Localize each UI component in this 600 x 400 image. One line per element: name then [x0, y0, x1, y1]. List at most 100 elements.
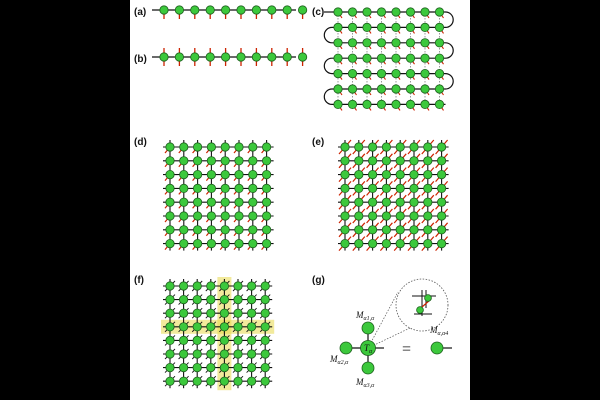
tensor-node: [248, 170, 258, 180]
tensor-node: [354, 170, 364, 180]
tensor-node: [376, 53, 387, 63]
tensor-node: [423, 156, 433, 166]
tensor-node: [179, 170, 189, 180]
panel-c: [323, 7, 454, 111]
tensor-node: [362, 38, 372, 48]
panel-e-label: (e): [312, 137, 324, 148]
tensor-node: [395, 211, 405, 221]
tensor-node: [391, 38, 401, 48]
snake-turn: [445, 42, 454, 59]
panel-c-label: (c): [312, 7, 324, 18]
tensor-node: [423, 142, 433, 152]
tensor-node: [179, 197, 189, 207]
tensor-node: [159, 5, 169, 15]
tensor-node: [340, 156, 350, 166]
tensor-node: [192, 349, 202, 359]
tensor-node: [178, 362, 189, 373]
tensor-node: [220, 239, 230, 249]
tensor-node: [423, 183, 433, 193]
tensor-node: [165, 211, 175, 221]
tensor-node: [236, 5, 246, 15]
tensor-node: [178, 322, 189, 332]
tensor-node: [368, 197, 378, 207]
tensor-node: [333, 38, 343, 48]
tensor-node: [333, 69, 343, 79]
tensor-node: [368, 225, 378, 235]
tensor-node: [165, 142, 175, 152]
tensor-node: [179, 142, 189, 152]
tensor-node: [220, 142, 230, 152]
tensor-node: [260, 322, 270, 332]
tensor-node: [333, 53, 343, 63]
tensor-node: [192, 156, 203, 166]
tensor-node: [267, 5, 277, 15]
tensor-node: [220, 197, 230, 207]
tensor-node: [420, 22, 430, 33]
tensor-node: [206, 211, 217, 221]
panel-f: [161, 277, 275, 391]
tensor-node: [423, 239, 433, 249]
zoom-detail: [412, 290, 436, 316]
tensor-node: [165, 170, 175, 180]
tensor-node: [247, 308, 257, 318]
tensor-node: [247, 281, 257, 291]
tensor-node: [260, 308, 270, 318]
tensor-node: [165, 308, 175, 318]
tensor-node: [192, 183, 203, 193]
tensor-node: [340, 239, 350, 249]
tensor-node: [178, 335, 189, 345]
tensor-node: [234, 225, 244, 235]
tensor-node: [354, 211, 364, 221]
tensor-node: [376, 38, 387, 48]
tensor-node: [347, 7, 358, 17]
tensor-node: [262, 156, 272, 166]
tensor-node: [190, 5, 200, 15]
tensor-node: [219, 376, 230, 386]
tensor-node: [434, 84, 445, 94]
tensor-node: [233, 376, 243, 386]
tensor-node: [219, 281, 230, 291]
tensor-node: [247, 335, 257, 345]
tensor-node: [340, 197, 350, 207]
panel-a-label: (a): [134, 7, 146, 18]
tensor-node: [247, 362, 257, 373]
tensor-node: [165, 281, 175, 291]
tensor-node: [362, 22, 372, 33]
tensor-node: [395, 170, 405, 180]
tensor-node: [362, 69, 372, 79]
tensor-node: [436, 211, 447, 221]
tensor-node: [165, 197, 175, 207]
tensor-node: [260, 335, 270, 345]
tensor-node: [395, 156, 405, 166]
panel-g-label: (g): [312, 275, 325, 286]
tensor-node: [262, 170, 272, 180]
tensor-node: [192, 294, 202, 305]
tensor-node: [416, 306, 424, 314]
tensor-node: [347, 22, 358, 33]
tensor-node: [179, 225, 189, 235]
tensor-node: [219, 362, 230, 373]
tensor-node: [219, 349, 230, 359]
tensor-node: [298, 52, 308, 62]
tensor-node: [409, 197, 419, 207]
tensor-node: [219, 308, 230, 318]
tensor-node: [347, 53, 358, 63]
tensor-node: [405, 69, 416, 79]
tensor-node: [206, 362, 216, 373]
tensor-node: [381, 211, 391, 221]
tensor-node: [247, 294, 257, 305]
tensor-node: [405, 7, 416, 17]
tensor-node: [251, 52, 262, 62]
snake-turn: [323, 88, 333, 105]
tensor-node: [340, 211, 350, 221]
tensor-node: [178, 376, 189, 386]
tensor-node: [434, 7, 445, 17]
tensor-node: [221, 52, 231, 62]
tensor-node: [381, 142, 391, 152]
tensor-node: [340, 183, 350, 193]
tensor-node: [248, 183, 258, 193]
tensor-node: [233, 349, 243, 359]
tensor-node: [262, 225, 272, 235]
g-top-label: Mα1,α: [355, 310, 375, 322]
tensor-node: [362, 53, 372, 63]
